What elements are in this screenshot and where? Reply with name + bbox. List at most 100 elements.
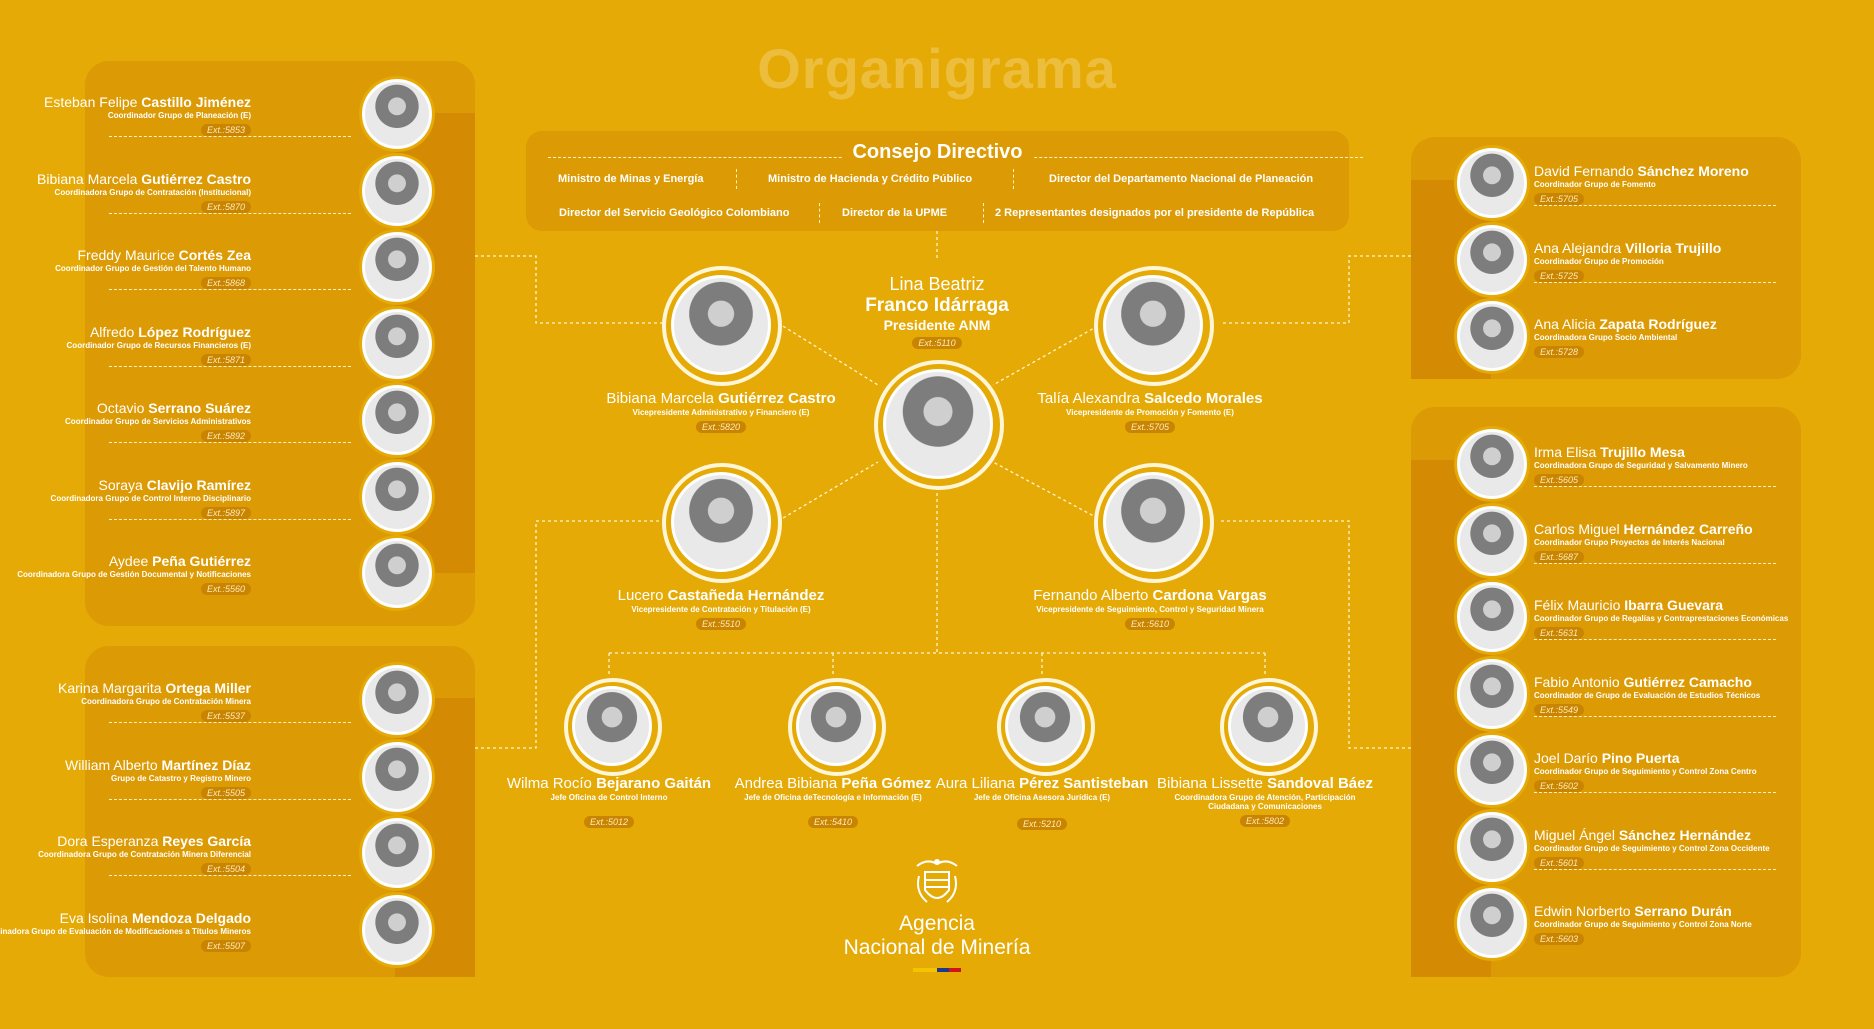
office-photo <box>1228 686 1308 766</box>
vp-label: Talía Alexandra Salcedo Morales Vicepres… <box>1037 390 1263 433</box>
agency-name: Agencia Nacional de Minería <box>843 912 1031 959</box>
staff-role: Coordinadora Grupo de Contratación Miner… <box>38 850 251 859</box>
staff-ext: Ext.:5537 <box>200 710 251 722</box>
staff-photo <box>1457 148 1527 218</box>
staff-role: Coordinadora Grupo de Evaluación de Modi… <box>0 926 251 936</box>
staff-name: Irma Elisa Trujillo Mesa <box>1534 444 1685 460</box>
staff-ext: Ext.:5725 <box>1534 269 1585 282</box>
staff-role: Coordinadora Grupo Socio Ambiental <box>1534 333 1678 342</box>
staff-ext: Ext.:5549 <box>1534 703 1585 716</box>
president-last-name: Franco Idárraga <box>865 295 1009 316</box>
card-separator <box>1534 639 1776 641</box>
staff-role: Coordinador Grupo de Seguimiento y Contr… <box>1534 767 1757 776</box>
office-label: Wilma Rocío Bejarano Gaitán Jefe Oficina… <box>506 775 712 828</box>
staff-photo <box>1457 811 1527 882</box>
president-photo <box>883 369 993 479</box>
card-separator <box>109 518 351 520</box>
staff-role: Coordinador Grupo de Seguimiento y Contr… <box>1534 843 1770 853</box>
card-separator <box>109 442 351 444</box>
staff-name: David Fernando Sánchez Moreno <box>1534 163 1749 179</box>
staff-photo <box>362 461 432 532</box>
staff-photo <box>362 894 432 965</box>
staff-role: Coordinador Grupo de Regalías y Contrapr… <box>1534 614 1789 623</box>
council-member: Director del Servicio Geológico Colombia… <box>559 207 790 219</box>
staff-role: Grupo de Catastro y Registro Minero <box>110 773 251 783</box>
staff-role: Coordinadora Grupo de Contratación Miner… <box>81 697 251 706</box>
vp-photo <box>1103 472 1203 572</box>
card-separator <box>1534 792 1776 794</box>
staff-ext: Ext.:5605 <box>1534 474 1585 486</box>
card-separator <box>1534 486 1776 488</box>
staff-name: Aydee Peña Gutiérrez <box>108 553 251 569</box>
card-separator <box>109 136 351 138</box>
card-separator <box>109 212 351 214</box>
staff-photo <box>362 232 432 302</box>
staff-ext: Ext.:5892 <box>200 430 251 442</box>
vp-label: Fernando Alberto Cardona Vargas Vicepres… <box>1033 587 1267 630</box>
staff-role: Coordinador Grupo de Promoción <box>1534 256 1664 266</box>
staff-name: Eva Isolina Mendoza Delgado <box>59 909 251 926</box>
staff-photo <box>1457 505 1527 576</box>
staff-photo <box>362 665 432 735</box>
staff-name: Ana Alicia Zapata Rodríguez <box>1534 316 1717 332</box>
staff-name: Soraya Clavijo Ramírez <box>98 476 251 493</box>
office-photo <box>1005 686 1085 766</box>
council-member: Ministro de Minas y Energía <box>558 173 704 185</box>
council-member: Director de la UPME <box>842 207 948 219</box>
staff-photo <box>1457 888 1527 958</box>
office-label: Bibiana Lissette Sandoval Báez Coordinad… <box>1157 775 1373 827</box>
staff-ext: Ext.:5728 <box>1534 346 1585 358</box>
staff-role: Coordinador Grupo de Fomento <box>1534 180 1656 189</box>
card-separator <box>1534 562 1776 564</box>
staff-photo <box>362 741 432 812</box>
council-member: Ministro de Hacienda y Crédito Público <box>768 173 973 185</box>
staff-ext: Ext.:5507 <box>200 939 251 952</box>
staff-photo <box>1457 429 1527 499</box>
staff-ext: Ext.:5601 <box>1534 856 1585 869</box>
president-first-name: Lina Beatriz <box>889 274 985 294</box>
staff-photo <box>1457 735 1527 805</box>
staff-photo <box>362 818 432 888</box>
staff-ext: Ext.:5853 <box>200 124 251 136</box>
staff-ext: Ext.:5868 <box>200 277 251 289</box>
staff-ext: Ext.:5560 <box>200 583 251 595</box>
office-label: Aura Liliana Pérez Santisteban Jefe de O… <box>935 775 1149 830</box>
vp-label: Bibiana Marcela Gutiérrez Castro Vicepre… <box>606 390 836 433</box>
flag-stripe <box>913 968 961 972</box>
staff-photo <box>362 308 432 379</box>
card-separator <box>109 722 351 724</box>
staff-ext: Ext.:5631 <box>1534 627 1585 639</box>
staff-name: Miguel Ángel Sánchez Hernández <box>1534 826 1752 843</box>
staff-role: Coordinadora Grupo de Gestión Documental… <box>17 570 251 579</box>
coat-of-arms-icon <box>916 859 958 903</box>
staff-role: Coordinadora Grupo de Contratación (Inst… <box>54 187 251 197</box>
staff-photo <box>1457 582 1527 652</box>
staff-name: Dora Esperanza Reyes García <box>57 833 251 849</box>
